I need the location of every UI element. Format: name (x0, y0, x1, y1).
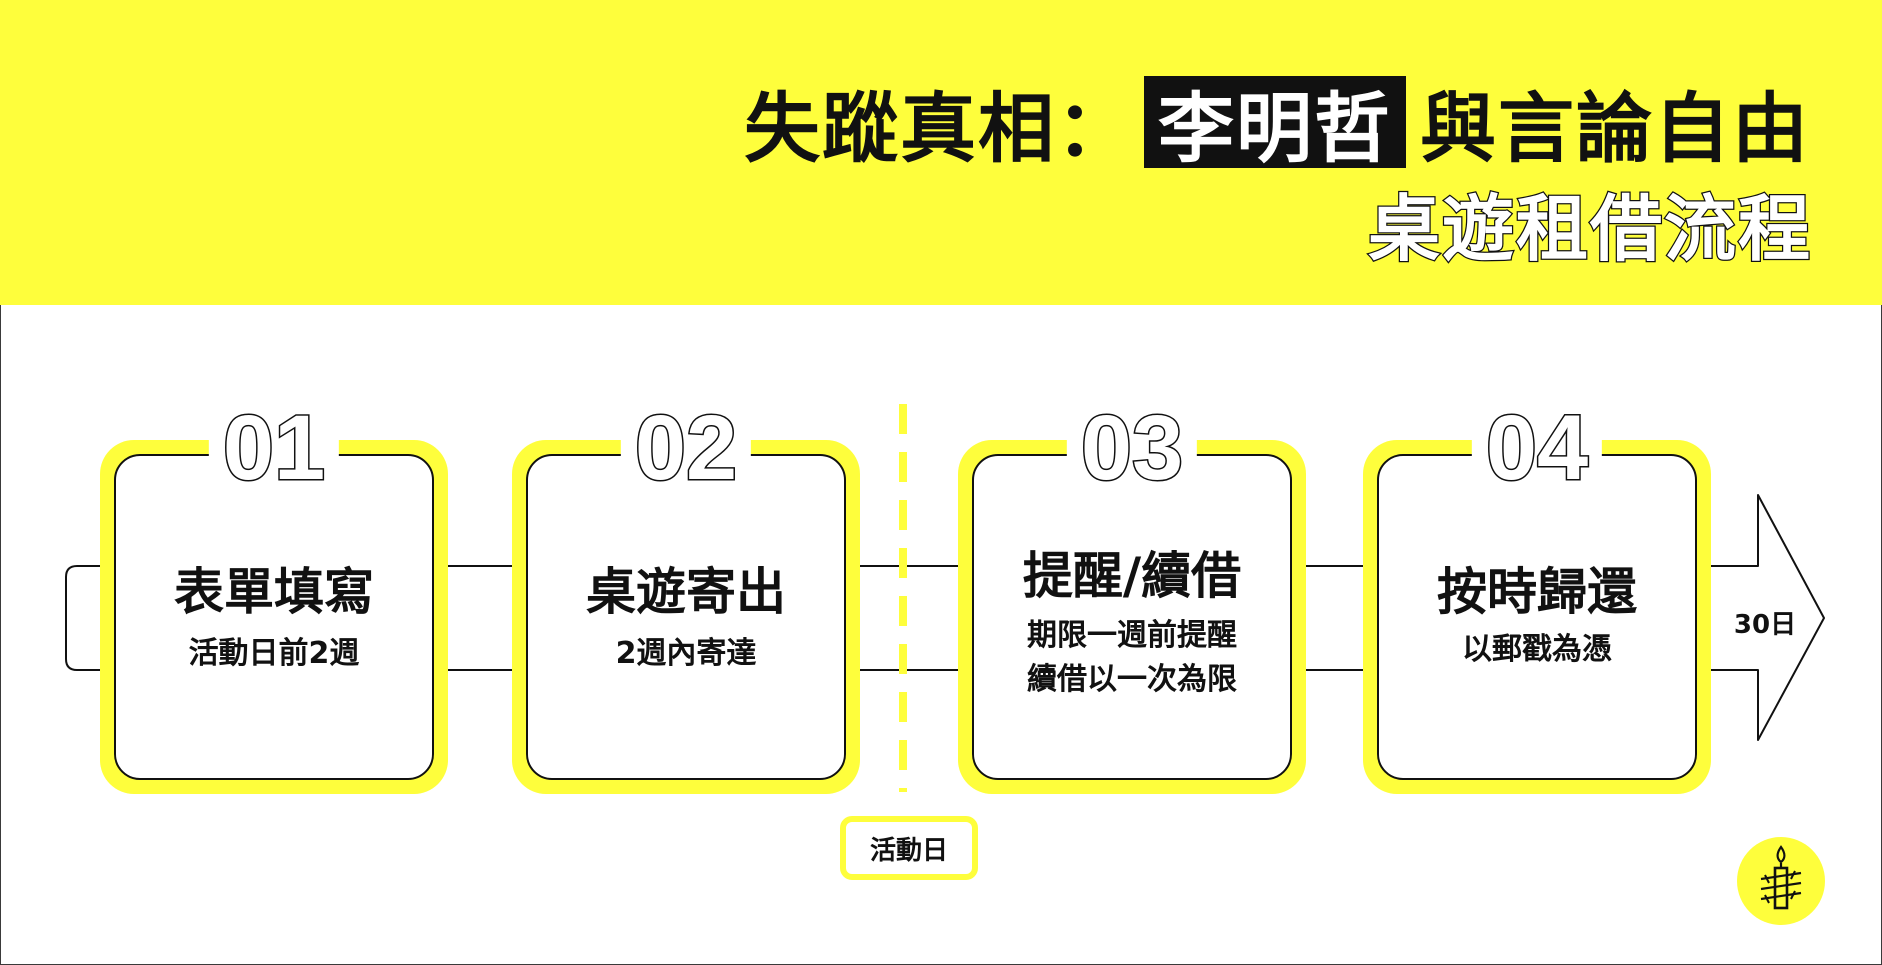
step-card-1: 01 表單填寫 活動日前2週 (100, 399, 448, 794)
step-card-inner (114, 454, 434, 780)
step-card-4: 04 按時歸還 以郵戳為憑 (1363, 399, 1711, 794)
step-desc: 以郵戳為憑 (1462, 632, 1612, 667)
page-title: 失蹤真相： 李明哲 與言論自由 (744, 74, 1810, 173)
step-number: 01 (208, 399, 340, 498)
step-desc-line-2: 續借以一次為限 (1027, 662, 1237, 697)
title-highlight: 李明哲 (1144, 76, 1406, 173)
step-card-inner (972, 454, 1292, 780)
step-title: 表單填寫 (174, 563, 374, 621)
candle-in-barbed-wire-icon (1737, 837, 1825, 925)
track-left-cap (65, 565, 100, 671)
track-arrow-head (1709, 494, 1825, 741)
event-day-label: 活動日 (840, 816, 978, 880)
header-banner: 失蹤真相： 李明哲 與言論自由 桌遊租借流程 (0, 0, 1882, 305)
step-card-3: 03 提醒/續借 期限一週前提醒 續借以一次為限 (958, 399, 1306, 794)
step-desc-line-1: 期限一週前提醒 (1027, 618, 1237, 653)
step-number: 04 (1471, 399, 1603, 498)
title-suffix: 與言論自由 (1420, 84, 1810, 173)
step-number: 03 (1066, 399, 1198, 498)
title-prefix: 失蹤真相： (744, 84, 1134, 173)
step-card-inner (1377, 454, 1697, 780)
step-card-inner (526, 454, 846, 780)
page-subtitle: 桌遊租借流程 (1367, 186, 1812, 273)
step-title: 提醒/續借 (1022, 547, 1242, 605)
step-title: 按時歸還 (1437, 563, 1637, 621)
step-desc: 2週內寄達 (615, 636, 757, 671)
step-number: 02 (620, 399, 752, 498)
step-title: 桌遊寄出 (586, 563, 786, 621)
step-card-2: 02 桌遊寄出 2週內寄達 (512, 399, 860, 794)
arrow-duration-label: 30日 (1733, 610, 1797, 640)
step-desc: 活動日前2週 (188, 636, 360, 671)
